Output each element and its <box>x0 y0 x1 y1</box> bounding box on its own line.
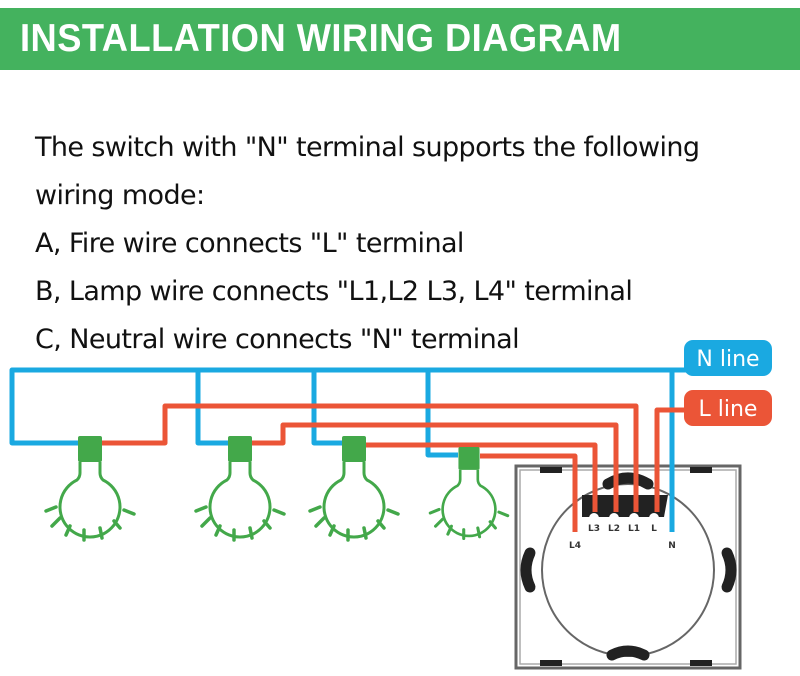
neutral-wire-lamp-2 <box>195 370 228 446</box>
clip-bottom-left <box>540 660 562 666</box>
clip-top-right <box>690 467 712 473</box>
l-line-text: L line <box>699 397 758 422</box>
bulb-glass <box>208 462 272 539</box>
instructions: The switch with "N" terminal supports th… <box>35 124 795 364</box>
light-ray <box>362 526 368 540</box>
light-ray <box>64 524 72 537</box>
intro-line: The switch with "N" terminal supports th… <box>35 132 700 163</box>
light-ray <box>314 516 326 528</box>
n-line-label: N line <box>684 340 772 376</box>
switch-frame <box>514 464 742 670</box>
light-ray <box>434 517 445 528</box>
light-ray <box>376 519 386 530</box>
light-ray <box>214 524 222 537</box>
l-line-label: L line <box>684 390 772 426</box>
terminal-l3-label: L3 <box>588 524 600 534</box>
lamp-wire-l3 <box>366 442 598 512</box>
neutral-wires <box>9 367 692 532</box>
terminal-l-label: L <box>651 524 657 534</box>
lamps <box>44 436 510 542</box>
terminal-labels: L3 L2 L1 L L4 N <box>569 524 676 551</box>
terminal-n-label: N <box>668 541 676 551</box>
neutral-wire-lamp-3 <box>311 370 342 446</box>
light-ray <box>446 524 453 536</box>
light-ray <box>44 505 58 513</box>
terminal-block <box>582 495 668 517</box>
intro-line: wiring mode: <box>35 180 205 211</box>
switch-panel <box>514 464 742 670</box>
terminal-l1-label: L1 <box>628 524 640 534</box>
bulb-socket <box>458 447 480 470</box>
neutral-wire-lamp-1 <box>9 367 692 446</box>
light-ray <box>248 526 254 540</box>
light-ray <box>328 524 336 537</box>
bulb-glass <box>58 462 122 539</box>
bulb-4 <box>428 447 510 541</box>
title-banner: INSTALLATION WIRING DIAGRAM <box>0 8 800 70</box>
bulb-socket <box>342 436 366 462</box>
light-ray <box>272 508 286 516</box>
terminal-l4-label: L4 <box>569 541 581 551</box>
screw-slot-top <box>602 472 654 490</box>
screw-slot-right <box>721 547 737 593</box>
mode-c-text: C, Neutral wire connects "N" terminal <box>35 324 520 355</box>
bulb-3 <box>308 436 400 542</box>
light-ray <box>50 516 62 528</box>
live-wires <box>102 403 690 532</box>
light-ray <box>428 507 441 515</box>
page-title: INSTALLATION WIRING DIAGRAM <box>20 17 622 60</box>
bulb-glass <box>441 469 497 538</box>
lamp-wire-l1 <box>102 403 639 512</box>
bulb-socket <box>228 436 252 462</box>
mode-b-text: B, Lamp wire connects "L1,L2 L3, L4" ter… <box>35 276 633 307</box>
light-ray <box>386 508 400 516</box>
light-ray <box>112 519 122 530</box>
live-wire-terminal-l <box>654 407 690 512</box>
bulb-2 <box>194 436 286 542</box>
clip-bottom-right <box>690 660 712 666</box>
terminal-l2-label: L2 <box>608 524 620 534</box>
lamp-wire-l4 <box>480 453 578 532</box>
light-ray <box>262 519 272 530</box>
bulb-glass <box>322 462 386 539</box>
light-ray <box>497 510 510 518</box>
screw-slot-bottom <box>606 645 650 661</box>
mode-a-text: A, Fire wire connects "L" terminal <box>35 228 464 259</box>
bulb-socket <box>78 436 102 462</box>
light-ray <box>200 516 212 528</box>
light-ray <box>488 520 497 530</box>
light-ray <box>122 508 136 516</box>
lamp-wire-l2 <box>252 422 619 512</box>
bulb-1 <box>44 436 136 542</box>
clip-top-left <box>540 467 562 473</box>
n-line-text: N line <box>696 347 759 372</box>
light-ray <box>98 526 104 540</box>
light-ray <box>308 505 322 513</box>
neutral-wire-lamp-4 <box>425 370 458 458</box>
light-ray <box>194 505 208 513</box>
light-ray <box>476 526 482 539</box>
screw-slot-left <box>520 547 536 593</box>
